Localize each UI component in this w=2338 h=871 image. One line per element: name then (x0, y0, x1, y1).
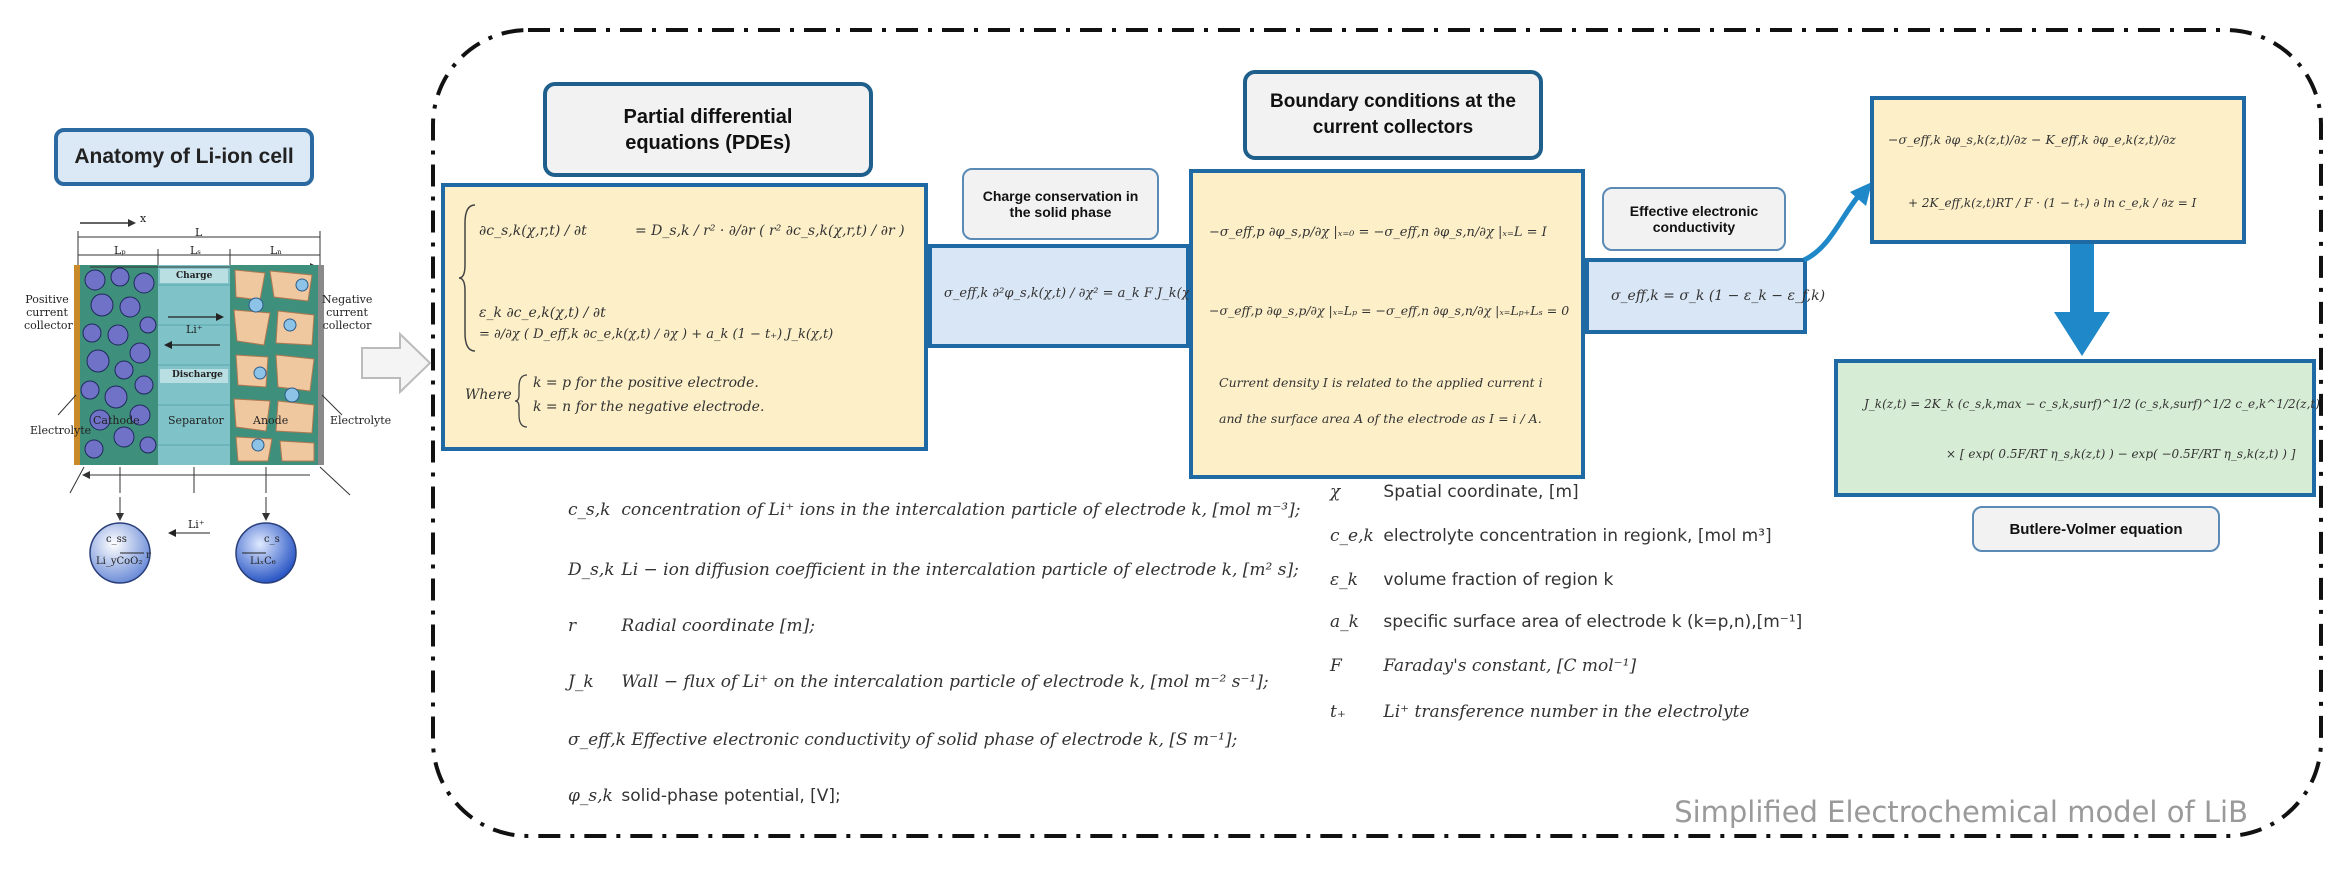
label-negative-collector: Negative current collector (322, 293, 373, 332)
charge-conservation-eq: σ_eff,k ∂²φ_s,k(χ,t) / ∂χ² = a_k F J_k(χ… (944, 286, 1205, 301)
var-symbol: σ_eff,k (568, 730, 626, 750)
label-electrolyte-right: Electrolyte (330, 414, 392, 427)
label-discharge: Discharge (172, 370, 223, 380)
label-dim-Lp: Lₚ (114, 244, 126, 257)
label-dim-x: x (140, 212, 147, 225)
label-particle-left: Li_yCoO₂ (96, 556, 143, 567)
current-eq-line1: −σ_eff,k ∂φ_s,k(z,t)/∂z − K_eff,k ∂φ_e,k… (1888, 132, 2176, 147)
boundary-eq1: −σ_eff,p ∂φ_s,p/∂χ |ₓ₌₀ = −σ_eff,n ∂φ_s,… (1209, 225, 1547, 240)
var-row: r Radial coordinate [m]; (568, 616, 815, 636)
var-symbol: c_e,k (1330, 526, 1374, 546)
pde-where: Where (465, 387, 512, 403)
butler-eq-line2: × [ exp( 0.5F/RT η_s,k(z,t) ) − exp( −0.… (1946, 447, 2296, 461)
pde-eq2-rhs: = ∂/∂χ ( D_eff,k ∂c_e,k(χ,t) / ∂χ ) + a_… (479, 327, 834, 342)
var-row: φ_s,k solid-phase potential, [V]; (568, 786, 841, 806)
label-positive-collector: Positive current collector (24, 293, 73, 332)
var-row: c_e,k electrolyte concentration in regio… (1330, 526, 1772, 546)
var-description: Radial coordinate [m]; (621, 616, 815, 636)
var-symbol: χ (1330, 482, 1341, 502)
pde-brace (459, 204, 476, 352)
effective-conductivity-box: σ_eff,k = σ_k (1 − ε_k − ε_f,k) (1585, 258, 1825, 334)
var-description: specific surface area of electrode k (k=… (1383, 612, 1803, 632)
label-anode: Anode (253, 414, 289, 427)
var-description: Li⁺ transference number in the electroly… (1383, 702, 1750, 722)
var-row: J_k Wall − flux of Li⁺ on the intercalat… (568, 672, 1269, 692)
charge-conservation-tag: Charge conservation in the solid phase (962, 168, 1159, 240)
var-description: Faraday's constant, [C mol⁻¹] (1383, 656, 1637, 676)
boundary-eq2: −σ_eff,p ∂φ_s,p/∂χ |ₓ₌Lₚ = −σ_eff,n ∂φ_s… (1209, 303, 1570, 318)
var-symbol: F (1330, 656, 1342, 676)
boundary-note-1: Current density I is related to the appl… (1219, 375, 1543, 390)
label-cathode: Cathode (93, 414, 140, 427)
down-arrow (2054, 244, 2110, 356)
curved-arrow (1802, 182, 1872, 263)
boundary-box: −σ_eff,p ∂φ_s,p/∂χ |ₓ₌₀ = −σ_eff,n ∂φ_s,… (1189, 169, 1585, 479)
current-eq-line2: + 2K_eff,k(z,t)RT / F · (1 − t₊) ∂ ln c_… (1908, 196, 2197, 210)
var-symbol: J_k (568, 672, 594, 692)
boundary-title: Boundary conditions at the current colle… (1243, 70, 1543, 160)
effective-conductivity-tag: Effective electronic conductivity (1602, 187, 1786, 251)
label-separator: Separator (168, 414, 224, 427)
flow-arrow-right (361, 331, 432, 395)
var-row: t₊ Li⁺ transference number in the electr… (1330, 702, 1749, 722)
pde-box: ∂c_s,k(χ,r,t) / ∂t = D_s,k / r² · ∂/∂r (… (441, 183, 928, 451)
charge-conservation-box: σ_eff,k ∂²φ_s,k(χ,t) / ∂χ² = a_k F J_k(χ… (928, 244, 1204, 348)
butler-volmer-tag: Butlere-Volmer equation (1972, 506, 2220, 552)
pde-eq2-lhs: ε_k ∂c_e,k(χ,t) / ∂t (479, 305, 606, 321)
var-symbol: D_s,k (568, 560, 615, 580)
var-row: χ Spatial coordinate, [m] (1330, 482, 1579, 502)
label-particle-r: r (146, 550, 151, 561)
var-row: a_k specific surface area of electrode k… (1330, 612, 1802, 632)
var-description: volume fraction of region k (1383, 570, 1614, 590)
var-description: solid-phase potential, [V]; (621, 786, 841, 806)
var-row: σ_eff,k Effective electronic conductivit… (568, 730, 1237, 750)
var-description: concentration of Li⁺ ions in the interca… (621, 500, 1301, 520)
effective-conductivity-eq: σ_eff,k = σ_k (1 − ε_k − ε_f,k) (1611, 288, 1826, 304)
boundary-note-2: and the surface area A of the electrode … (1219, 411, 1542, 426)
var-symbol: t₊ (1330, 702, 1346, 722)
butler-eq-line1: J_k(z,t) = 2K_k (c_s,k,max − c_s,k,surf)… (1864, 397, 2320, 411)
model-footer-title: Simplified Electrochemical model of LiB (1674, 795, 2248, 829)
var-description: Effective electronic conductivity of sol… (631, 730, 1238, 750)
label-dim-Ln: Lₙ (270, 244, 283, 257)
pde-title: Partial differential equations (PDEs) (543, 82, 873, 177)
cell-diagram (57, 219, 351, 584)
var-description: Li − ion diffusion coefficient in the in… (621, 560, 1299, 580)
current-equation-box: −σ_eff,k ∂φ_s,k(z,t)/∂z − K_eff,k ∂φ_e,k… (1870, 96, 2246, 244)
label-dim-L: L (195, 226, 203, 239)
anatomy-title: Anatomy of Li-ion cell (54, 128, 314, 186)
var-description: Spatial coordinate, [m] (1383, 482, 1579, 502)
label-charge: Charge (176, 271, 213, 281)
var-symbol: φ_s,k (568, 786, 613, 806)
var-description: electrolyte concentration in regionk, [m… (1383, 526, 1772, 546)
label-particle-left-c: c_ss (106, 534, 127, 545)
pde-eq1-rhs: = D_s,k / r² · ∂/∂r ( r² ∂c_s,k(χ,r,t) /… (635, 223, 905, 239)
pde-eq1-lhs: ∂c_s,k(χ,r,t) / ∂t (479, 223, 587, 239)
butler-volmer-box: J_k(z,t) = 2K_k (c_s,k,max − c_s,k,surf)… (1834, 359, 2320, 497)
pde-case-brace (515, 374, 528, 428)
label-li-arrow: Li⁺ (188, 518, 205, 531)
var-symbol: a_k (1330, 612, 1359, 632)
label-li-ion: Li⁺ (186, 323, 203, 336)
label-particle-right-c: c_s (264, 534, 280, 545)
var-row: ε_k volume fraction of region k (1330, 570, 1613, 590)
pde-case-positive: k = p for the positive electrode. (533, 375, 759, 391)
var-symbol: ε_k (1330, 570, 1358, 590)
label-particle-right: LiₓC₆ (250, 556, 276, 567)
var-symbol: r (568, 616, 577, 636)
label-dim-Ls: Lₛ (190, 244, 202, 257)
label-electrolyte-left: Electrolyte (30, 424, 92, 437)
var-row: c_s,k concentration of Li⁺ ions in the i… (568, 500, 1301, 520)
var-symbol: c_s,k (568, 500, 611, 520)
pde-case-negative: k = n for the negative electrode. (533, 399, 765, 415)
var-row: D_s,k Li − ion diffusion coefficient in … (568, 560, 1299, 580)
var-description: Wall − flux of Li⁺ on the intercalation … (621, 672, 1269, 692)
var-row: F Faraday's constant, [C mol⁻¹] (1330, 656, 1636, 676)
